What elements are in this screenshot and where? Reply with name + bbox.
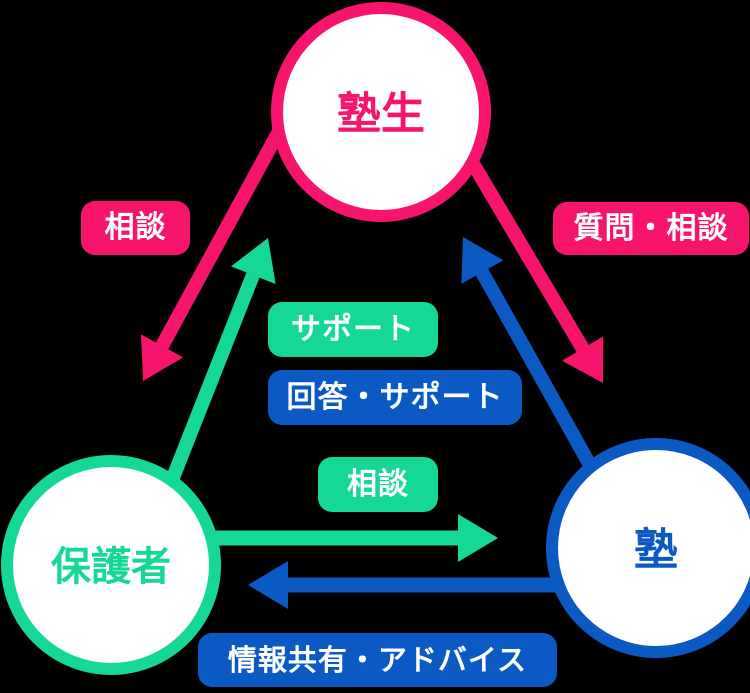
node-school-label: 塾 xyxy=(634,525,678,576)
edge-label-parent-to-student: サポート xyxy=(268,302,438,357)
arrow-school-to-parent-head xyxy=(248,561,288,609)
edge-label-school-to-student: 回答・サポート xyxy=(268,370,522,425)
node-student: 塾生 xyxy=(271,2,491,222)
node-school-circle xyxy=(546,438,750,658)
edge-label-student-to-parent: 相談 xyxy=(81,201,190,255)
edge-label-student-to-school: 質問・相談 xyxy=(553,202,749,255)
arrow-student-to-parent xyxy=(141,96,303,381)
edge-label-school-to-parent: 情報共有・アドバイス xyxy=(198,633,557,687)
arrow-student-to-parent-head xyxy=(141,334,184,381)
node-student-label: 塾生 xyxy=(337,89,425,140)
arrow-parent-to-student-shaft xyxy=(154,272,260,511)
arrow-school-to-student xyxy=(461,237,616,503)
arrow-parent-to-student xyxy=(154,238,276,511)
arrow-student-to-school-head xyxy=(562,336,604,383)
node-parent: 保護者 xyxy=(1,455,221,675)
arrow-parent-to-school-head xyxy=(458,514,498,562)
arrow-school-to-student-head xyxy=(461,237,504,284)
node-parent-label: 保護者 xyxy=(51,544,171,590)
arrow-parent-to-student-head xyxy=(231,238,276,284)
node-parent-circle xyxy=(1,455,221,675)
node-school: 塾 xyxy=(546,438,750,658)
arrow-student-to-parent-shaft xyxy=(155,96,303,350)
node-student-circle xyxy=(271,2,491,222)
arrow-school-to-student-shaft xyxy=(475,268,616,503)
edge-label-parent-to-school: 相談 xyxy=(318,457,438,512)
